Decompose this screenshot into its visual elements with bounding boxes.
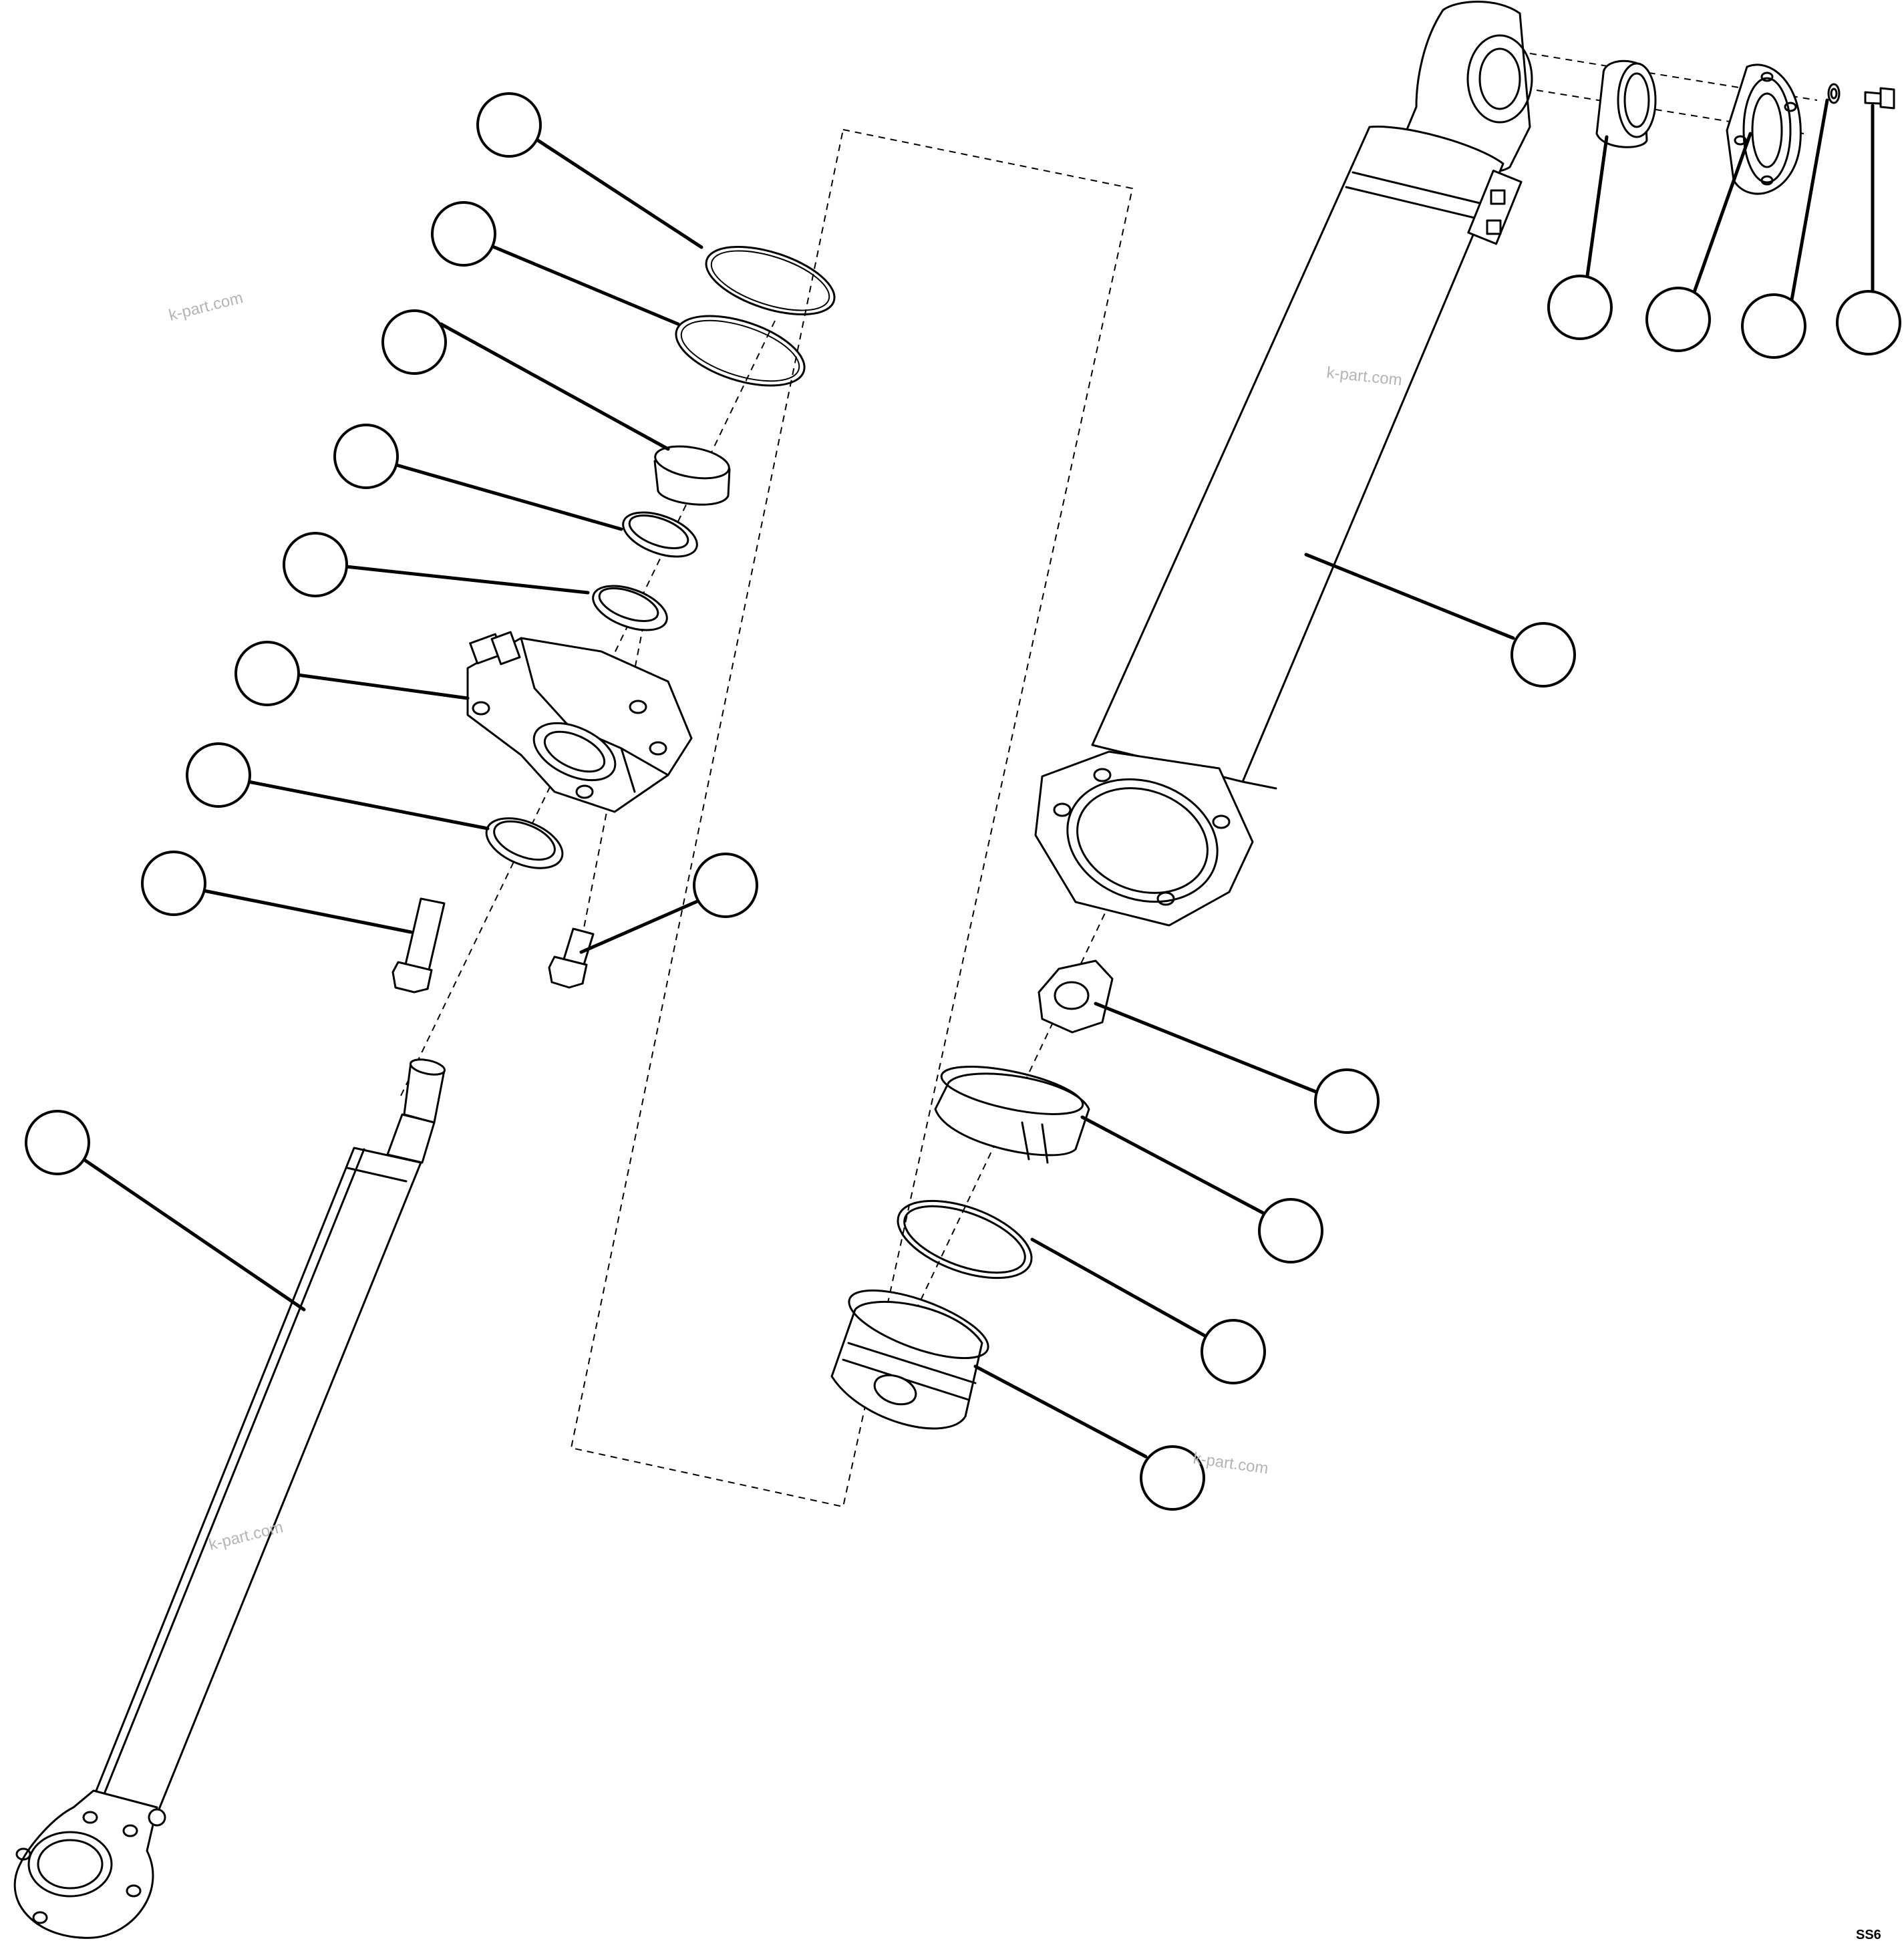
o-ring-large-second bbox=[675, 315, 806, 387]
leader-lines bbox=[82, 98, 1875, 1459]
piston-rod bbox=[87, 1058, 446, 1832]
callout-balloon[interactable] bbox=[1836, 290, 1901, 355]
bolt-right bbox=[548, 927, 595, 989]
washer bbox=[1827, 83, 1841, 104]
callout-balloon[interactable] bbox=[141, 851, 206, 916]
callout-balloon[interactable] bbox=[1645, 287, 1711, 352]
retainer-flange bbox=[1726, 63, 1802, 195]
callout-balloon[interactable] bbox=[1140, 1445, 1205, 1511]
barrel-flange bbox=[1034, 750, 1254, 927]
spherical-bearing bbox=[1595, 59, 1657, 148]
callout-balloon[interactable] bbox=[476, 92, 542, 158]
callout-balloon[interactable] bbox=[431, 201, 496, 267]
callout-balloon[interactable] bbox=[1547, 275, 1613, 340]
cylinder-barrel bbox=[1091, 1, 1533, 790]
cylinder-head-gland bbox=[466, 631, 693, 813]
callout-balloon[interactable] bbox=[283, 532, 348, 597]
drawing-code: SS6 bbox=[1856, 1928, 1881, 1942]
wiper-ring bbox=[592, 585, 668, 631]
callout-balloons bbox=[25, 92, 1901, 1511]
static-seal bbox=[485, 817, 564, 869]
piston bbox=[830, 1289, 989, 1430]
callout-balloon[interactable] bbox=[1201, 1319, 1266, 1384]
piston-nut bbox=[1038, 959, 1114, 1034]
o-ring-large-top bbox=[705, 245, 836, 316]
callout-balloon[interactable] bbox=[1511, 622, 1576, 688]
callout-balloon[interactable] bbox=[381, 309, 447, 375]
bushing bbox=[653, 445, 731, 506]
assembly-boundary-box bbox=[570, 129, 1134, 1508]
watermark-text: k-part.com bbox=[167, 289, 245, 325]
callout-balloon[interactable] bbox=[333, 424, 399, 489]
callout-balloon[interactable] bbox=[1258, 1198, 1323, 1263]
piston-wear-ring bbox=[934, 1066, 1090, 1164]
cap-screw bbox=[1864, 87, 1895, 110]
bolt-left bbox=[391, 897, 446, 994]
callout-balloon[interactable] bbox=[186, 742, 251, 808]
rod-seal bbox=[622, 511, 698, 558]
callout-balloon[interactable] bbox=[693, 853, 758, 918]
callout-balloon[interactable] bbox=[25, 1110, 90, 1175]
callout-balloon[interactable] bbox=[1741, 293, 1806, 359]
rod-eye-end bbox=[13, 1789, 166, 1939]
piston-seal bbox=[897, 1199, 1033, 1280]
callout-balloon[interactable] bbox=[1314, 1068, 1380, 1134]
callout-balloon[interactable] bbox=[234, 641, 300, 706]
